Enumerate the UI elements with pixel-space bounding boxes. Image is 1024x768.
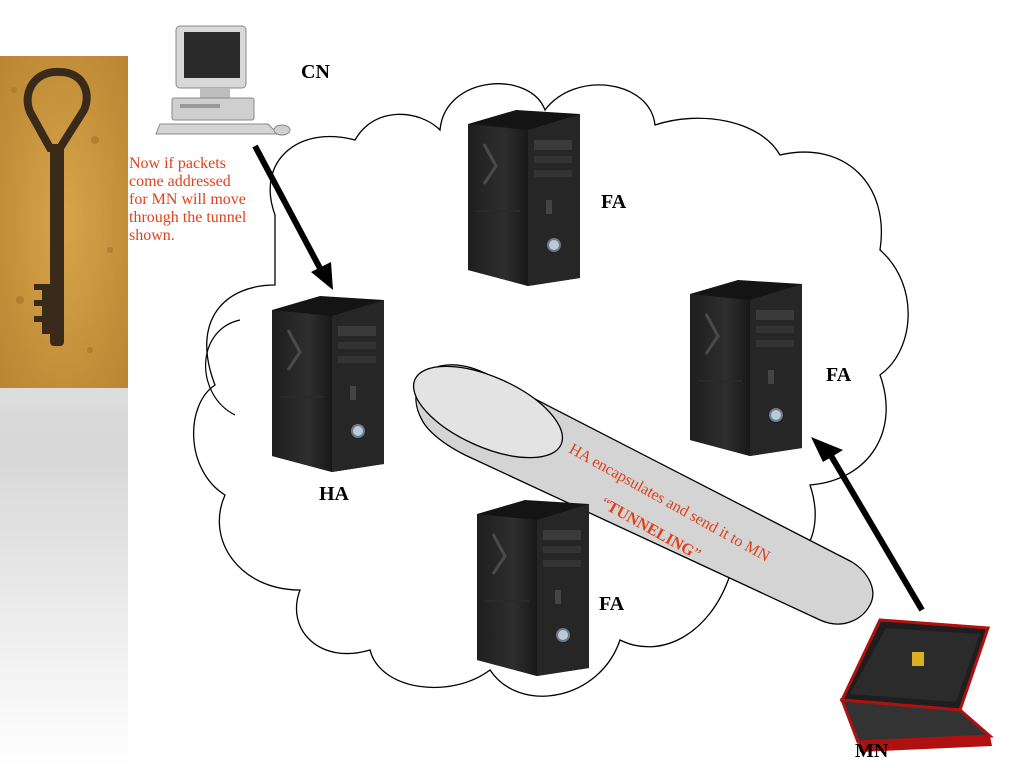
- note-line: through the tunnel: [129, 209, 247, 226]
- tower-server-icon: [688, 278, 804, 458]
- desktop-computer-icon: [155, 25, 291, 136]
- key-image: [0, 56, 128, 388]
- label-fa-bottom: FA: [599, 593, 625, 615]
- label-fa-right: FA: [826, 364, 852, 386]
- note-line: shown.: [129, 227, 175, 244]
- note-line: come addressed: [129, 173, 231, 190]
- label-fa-top: FA: [601, 191, 627, 213]
- tower-server-icon: [466, 108, 582, 288]
- label-mn: MN: [855, 740, 889, 762]
- tower-server-icon: [475, 498, 591, 678]
- sidebar-top-band: [0, 0, 128, 56]
- tunnel: [412, 364, 874, 625]
- packet-note: Now if packets come addressed for MN wil…: [129, 155, 279, 245]
- note-line: Now if packets: [129, 155, 226, 172]
- cloud-inner-arc: [205, 319, 241, 416]
- label-ha: HA: [319, 483, 350, 505]
- label-cn: CN: [301, 61, 330, 83]
- note-line: for MN will move: [129, 191, 246, 208]
- arrow-cn-to-ha: [252, 144, 333, 290]
- tower-server-icon: [270, 294, 386, 474]
- arrow-mn-to-fa: [811, 437, 925, 612]
- laptop-icon: [839, 618, 994, 752]
